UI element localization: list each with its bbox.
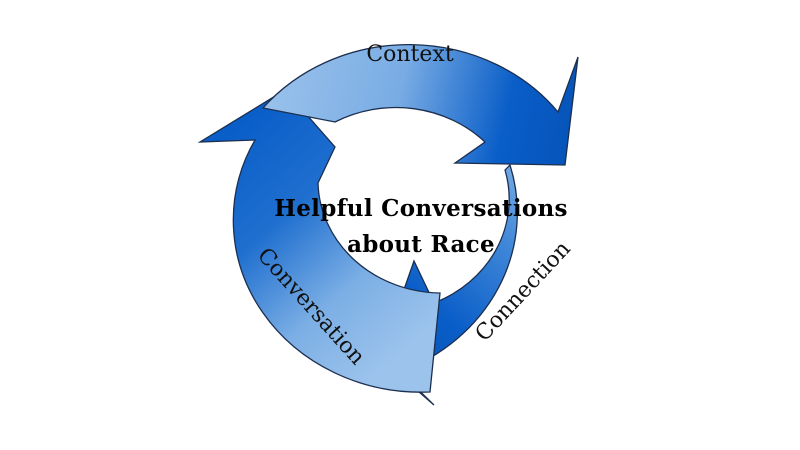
center-title-line-1: Helpful Conversations xyxy=(274,195,568,222)
context-arrow xyxy=(261,43,579,166)
label-context: Context xyxy=(366,42,454,67)
center-title-line-2: about Race xyxy=(347,231,495,258)
conversation-arrow xyxy=(197,89,441,393)
